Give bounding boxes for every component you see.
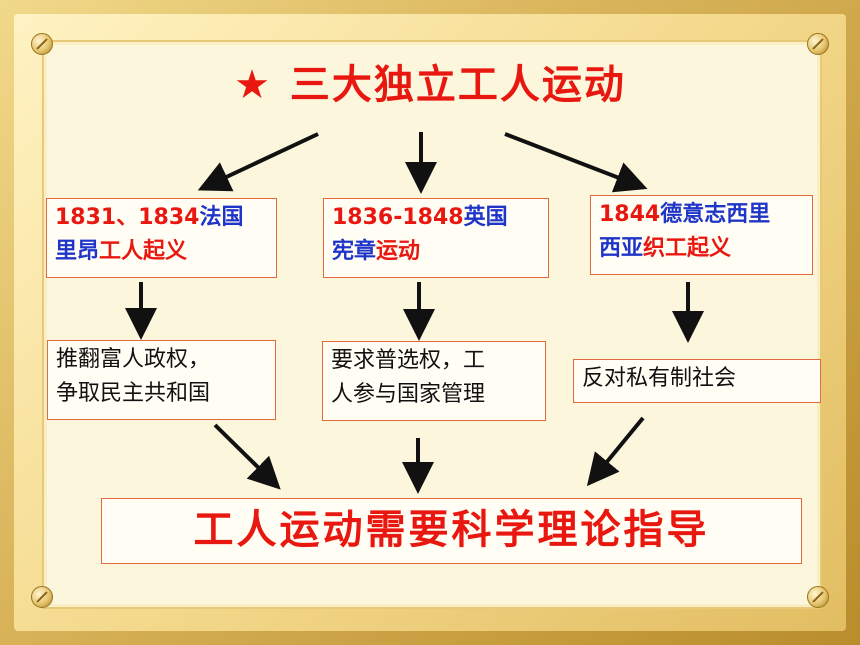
arrow-title-to-silesia: [504, 132, 648, 193]
movement-event: 工人起义: [99, 239, 188, 264]
arrow-goal1-to-conclusion: [213, 423, 281, 490]
movement-line2: 里昂工人起义: [55, 235, 268, 269]
movement-line1: 1836-1848英国: [332, 201, 540, 235]
movement-line1: 1831、1834法国: [55, 201, 268, 235]
arrow-goal3-to-conclusion: [586, 416, 645, 487]
screw-icon: [807, 586, 829, 608]
movement-event: 织工起义: [643, 236, 732, 261]
goal-line2: 争取民主共和国: [56, 381, 211, 406]
goal-box-silesia: 反对私有制社会: [573, 359, 821, 403]
goal-box-britain: 要求普选权，工 人参与国家管理: [322, 341, 546, 421]
movement-box-france: 1831、1834法国 里昂工人起义: [46, 198, 277, 278]
movement-date: 1836-1848: [332, 205, 464, 230]
goal-line1: 推翻富人政权，: [56, 347, 211, 372]
movement-event: 运动: [376, 239, 421, 264]
movement-date: 1844: [599, 202, 661, 227]
movement-place: 西亚: [599, 236, 644, 261]
movement-box-silesia: 1844德意志西里 西亚织工起义: [590, 195, 813, 275]
goal-line1: 要求普选权，工: [331, 348, 486, 373]
screw-icon: [31, 586, 53, 608]
movement-country: 英国: [463, 205, 508, 230]
movement-country: 法国: [199, 205, 244, 230]
arrow-title-to-france: [197, 132, 319, 192]
movement-box-britain: 1836-1848英国 宪章运动: [323, 198, 549, 278]
screw-icon: [31, 33, 53, 55]
goal-line2: 人参与国家管理: [331, 382, 486, 407]
goal-line1: 反对私有制社会: [582, 366, 737, 391]
title-text: 三大独立工人运动: [289, 62, 626, 108]
page-title: ★ 三大独立工人运动: [0, 52, 860, 110]
movement-place: 宪章: [332, 239, 377, 264]
movement-place: 里昂: [55, 239, 100, 264]
conclusion-box: 工人运动需要科学理论指导: [101, 498, 802, 564]
screw-icon: [807, 33, 829, 55]
movement-date: 1831、1834: [55, 205, 200, 230]
goal-box-france: 推翻富人政权， 争取民主共和国: [47, 340, 276, 420]
movement-line2: 宪章运动: [332, 235, 540, 269]
movement-line1: 1844德意志西里: [599, 198, 804, 232]
star-icon: ★: [234, 62, 272, 108]
movement-country: 德意志西里: [660, 202, 771, 227]
movement-line2: 西亚织工起义: [599, 232, 804, 266]
